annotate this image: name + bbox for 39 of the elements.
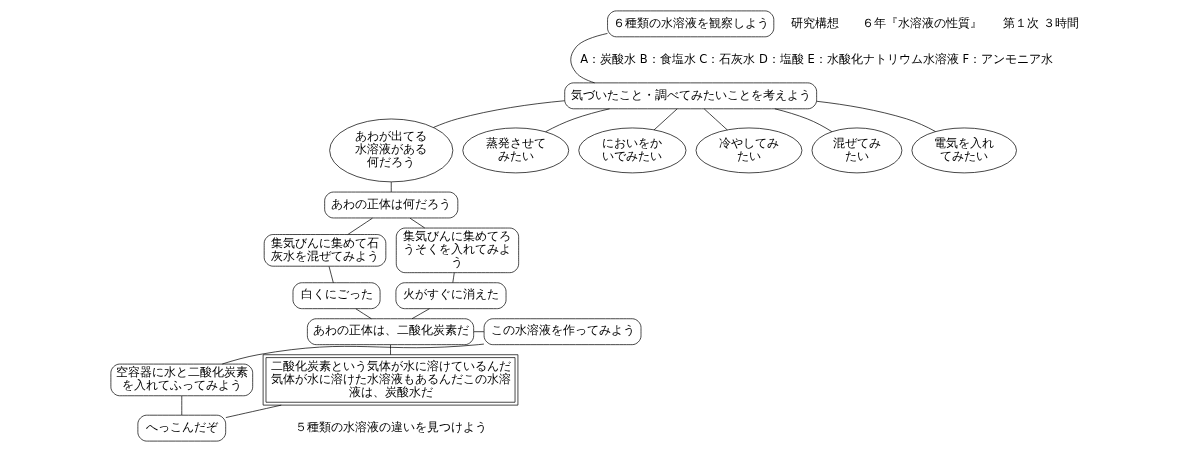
label: 研究構想 <box>790 15 839 30</box>
connector <box>411 308 430 320</box>
node-ellipse: あわが出てる水溶液がある何だろう <box>328 118 453 183</box>
connector <box>354 308 372 320</box>
node-box: この水溶液を作ってみよう <box>483 318 641 345</box>
connector <box>703 108 728 131</box>
connector <box>221 343 484 365</box>
connector <box>544 108 610 133</box>
node-ellipse: 電気を入れてみたい <box>911 127 1017 174</box>
connector <box>389 344 391 356</box>
connector <box>347 217 373 235</box>
connector <box>653 108 677 131</box>
label: ６年『水溶液の性質』 <box>861 15 982 30</box>
node-box: へっこんだぞ <box>137 414 226 442</box>
label: ５種類の水溶液の違いを見つけよう <box>294 419 487 434</box>
connector <box>569 33 608 84</box>
connector <box>774 108 832 132</box>
label: A：炭酸水 B：食塩水 C：石灰水 D：塩酸 E：水酸化ナトリウム水溶液 F：アンモニア水 <box>579 51 1053 66</box>
node-box: あわの正体は、二酸化炭素だ <box>306 318 474 345</box>
node-box: 空容器に水と二酸化炭素を入れてふってみよう <box>110 363 253 397</box>
node-box: 集気びんに集めて石灰水を混ぜてみよう <box>263 234 386 267</box>
label: 第１次 ３時間 <box>1002 15 1079 30</box>
node-box: 集気びんに集めてろうそくを入れてみよう <box>395 227 519 274</box>
node-box: あわの正体は何だろう <box>323 191 458 219</box>
node-ellipse: 混ぜてみたい <box>811 127 902 174</box>
connector <box>409 217 425 229</box>
node-box: 白くにごった <box>292 282 380 310</box>
node-ellipse: においをかいでみたい <box>577 127 686 174</box>
node-ellipse: 冷やしてみたい <box>695 127 802 174</box>
node-ellipse: 蒸発させてみたい <box>461 127 569 174</box>
connector <box>473 331 484 333</box>
node-box: 火がすぐに消えた <box>395 282 506 310</box>
connector <box>225 404 282 418</box>
node-box: 気づいたこと・調べてみたいことを考えよう <box>563 82 817 110</box>
connector <box>451 272 455 283</box>
node-box: ６種類の水溶液を観察しよう <box>606 10 774 38</box>
connector <box>328 266 334 284</box>
connector <box>432 100 565 128</box>
connector <box>815 100 936 132</box>
